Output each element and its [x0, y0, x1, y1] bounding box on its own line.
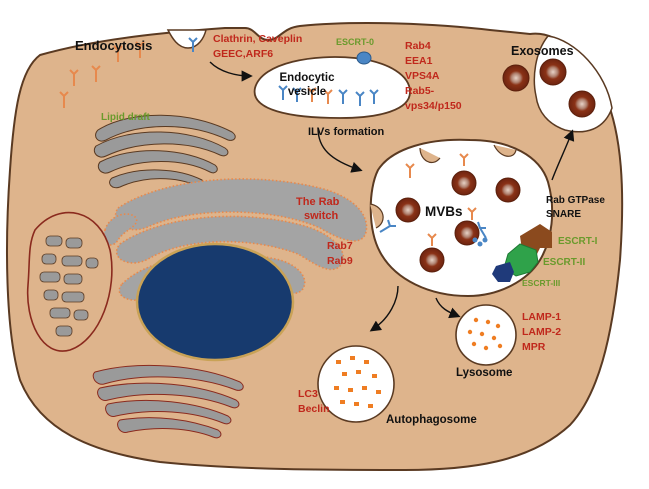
mvb-notch-2	[493, 144, 517, 157]
label-lc3: LC3	[298, 388, 318, 400]
lipid-raft-receptors	[59, 41, 145, 108]
label-vps34: vps34/p150	[405, 100, 462, 112]
escrt-iii-shape	[492, 262, 514, 282]
label-escrt-i: ESCRT-I	[558, 236, 598, 247]
label-endocytosis: Endocytosis	[75, 38, 152, 53]
label-exosomes: Exosomes	[511, 44, 574, 58]
label-lamp2: LAMP-2	[522, 326, 561, 338]
endocytic-vesicle	[253, 56, 411, 119]
label-lipid-raft: Lipid draft	[101, 112, 151, 123]
mitochondrion-left	[26, 211, 113, 352]
label-lysosome: Lysosome	[456, 367, 512, 379]
mvb-notch-3	[369, 203, 384, 229]
label-autophagosome: Autophagosome	[386, 414, 477, 426]
label-rab7: Rab7	[327, 240, 353, 252]
arrows	[209, 61, 575, 332]
membrane-receptors	[188, 37, 198, 52]
endocytic-pit	[166, 29, 207, 49]
nucleus	[135, 242, 295, 362]
label-ilvs-formation: ILVs formation	[308, 126, 384, 138]
autophagosome	[317, 345, 395, 423]
lysosome-dots	[467, 317, 503, 351]
label-snare: SNARE	[546, 209, 581, 220]
label-rab-switch-line2: switch	[304, 210, 339, 222]
label-endocytic-vesicle-line2: vesicle	[288, 86, 326, 98]
label-rab5: Rab5-	[405, 85, 435, 97]
arrow-mvb-to-autophagosome	[369, 285, 399, 332]
label-geec: GEEC,ARF6	[213, 48, 273, 60]
vesicle-receptors	[278, 85, 379, 106]
mvb-blue-receptors	[379, 219, 487, 239]
mvb-receptors	[405, 153, 477, 246]
label-beclin: Beclin	[298, 403, 330, 415]
arrow-mvb-to-exosomes	[551, 129, 575, 181]
label-vps4a: VPS4A	[405, 70, 440, 82]
label-escrt-iii: ESCRT-III	[522, 278, 560, 288]
label-escrt-ii: ESCRT-II	[543, 257, 585, 268]
arrow-to-vesicle	[209, 61, 253, 82]
lysosome	[455, 304, 517, 366]
label-rab4: Rab4	[405, 40, 431, 52]
label-mvbs: MVBs	[425, 204, 463, 219]
label-endocytic-vesicle-line1: Endocytic	[280, 72, 336, 84]
vesicle-orange-receptors	[307, 87, 333, 104]
autophagosome-dots	[334, 356, 381, 408]
label-rab9: Rab9	[327, 255, 353, 267]
arrow-mvb-to-lysosome	[435, 297, 461, 319]
label-eea1: EEA1	[405, 55, 433, 67]
label-mpr: MPR	[522, 341, 546, 353]
mvb-escrt-dots	[472, 237, 488, 247]
label-rab-switch-line1: The Rab	[296, 196, 340, 208]
label-lamp1: LAMP-1	[522, 311, 561, 323]
golgi-bottom	[92, 364, 244, 439]
mvb-notch-1	[419, 147, 441, 163]
exosome-group	[502, 58, 596, 118]
escrt0-blob	[356, 51, 372, 65]
label-escrt0: ESCRT-0	[336, 37, 374, 47]
arrow-ilv-to-mvb	[317, 127, 363, 173]
label-clathrin: Clathrin, Caveplin	[213, 33, 302, 45]
label-rab-gtpase: Rab GTPase	[546, 195, 605, 206]
